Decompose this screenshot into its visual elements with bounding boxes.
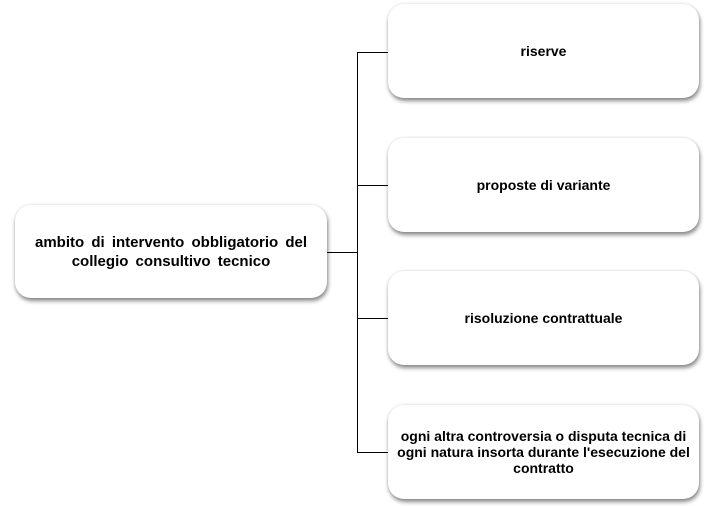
connector-branch-2 xyxy=(357,185,388,186)
root-node-label: ambito di intervento obbligatorio del co… xyxy=(34,233,307,270)
connector-branch-1 xyxy=(357,52,388,53)
child-node-proposte-di-variante: proposte di variante xyxy=(388,138,699,232)
child-node-label: ogni altra controversia o disputa tecnic… xyxy=(397,428,690,476)
connector-root-horizontal xyxy=(327,252,358,253)
connector-branch-4 xyxy=(357,452,388,453)
child-node-riserve: riserve xyxy=(388,4,699,98)
root-node: ambito di intervento obbligatorio del co… xyxy=(15,205,327,298)
child-node-label: proposte di variante xyxy=(476,177,611,193)
child-node-label: riserve xyxy=(520,43,567,59)
connector-vertical-trunk xyxy=(357,52,358,453)
child-node-label: risoluzione contrattuale xyxy=(464,310,623,326)
child-node-altra-controversia: ogni altra controversia o disputa tecnic… xyxy=(388,405,699,499)
connector-branch-3 xyxy=(357,318,388,319)
child-node-risoluzione-contrattuale: risoluzione contrattuale xyxy=(388,271,699,365)
